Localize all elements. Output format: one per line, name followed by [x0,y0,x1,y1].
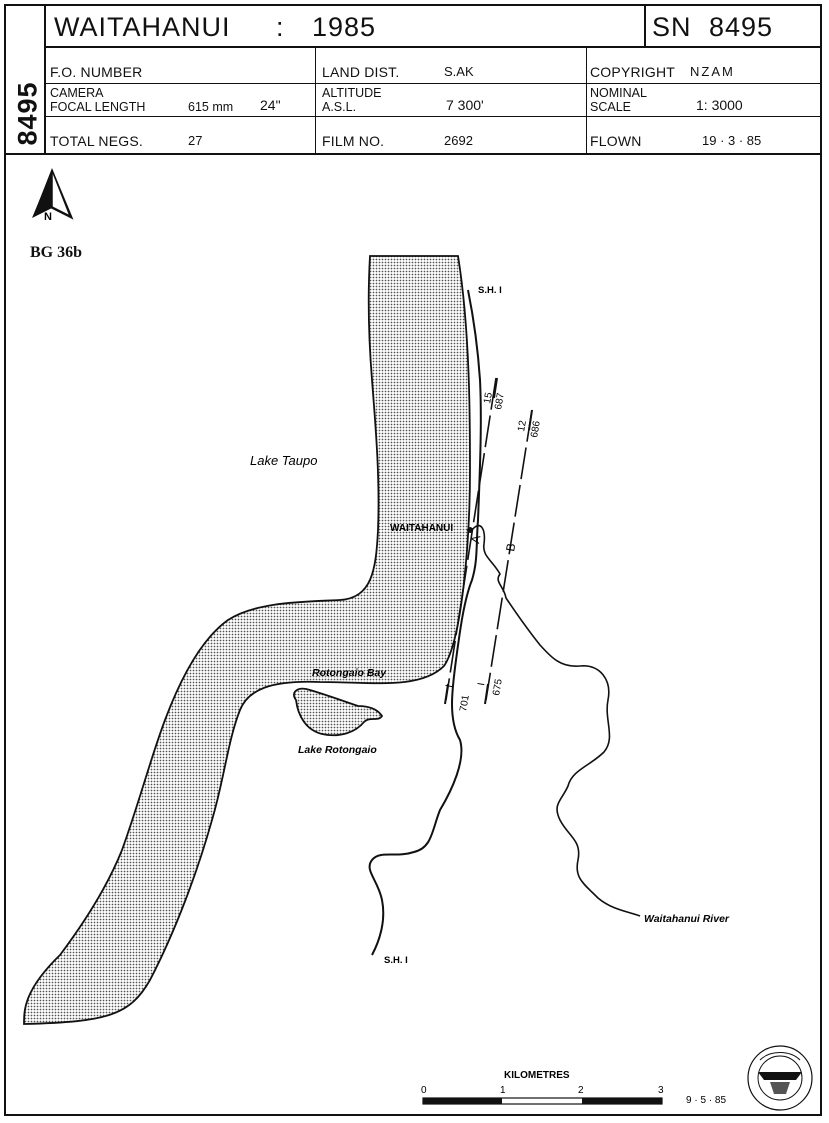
copyright-label: COPYRIGHT [590,64,676,80]
index-code: BG 36b [30,244,83,261]
altitude-label: ALTITUDE [322,86,382,100]
sheet-number-vertical: 8495 [8,76,48,156]
map-sheet: 8495 WAITAHANUI : 1985 SN 8495 F.O. NUMB… [4,4,822,1116]
land-dist-value: S.AK [444,64,474,79]
focal-length-mm: 615 mm [188,100,234,114]
fo-number-label: F.O. NUMBER [50,64,143,80]
header-col-2 [586,47,587,153]
asl-label: A.S.L. [322,100,357,114]
altitude-value: 7 300' [446,97,484,113]
sn-number: 8495 [709,12,774,42]
land-dist-label: LAND DIST. [322,64,400,80]
focal-length-label: FOCAL LENGTH [50,100,146,114]
title-place: WAITAHANUI [54,12,231,42]
header-divider [44,6,46,154]
header-col-1 [315,47,316,153]
header-bottom-rule [6,153,820,155]
sheet-number-text: 8495 [12,81,43,146]
film-no-value: 2692 [444,133,473,148]
flown-label: FLOWN [590,133,642,149]
header-sn-divider [644,6,646,47]
copyright-value: NZAM [690,64,735,79]
focal-length-in: 24" [260,97,281,113]
camera-label: CAMERA [50,86,104,100]
sn-label: SN [652,12,692,42]
film-no-label: FILM NO. [322,133,385,149]
header-rule-2 [44,83,820,84]
title-year: 1985 [312,12,377,42]
scale-value: 1: 3000 [696,97,743,113]
scale-label: SCALE [590,100,631,114]
header-rule-3 [44,116,820,117]
nominal-label: NOMINAL [590,86,647,100]
title-colon: : [276,12,285,42]
header-rule-1 [44,46,820,48]
total-negs-value: 27 [188,133,203,148]
flown-value: 19 · 3 · 85 [702,133,762,148]
total-negs-label: TOTAL NEGS. [50,133,143,149]
